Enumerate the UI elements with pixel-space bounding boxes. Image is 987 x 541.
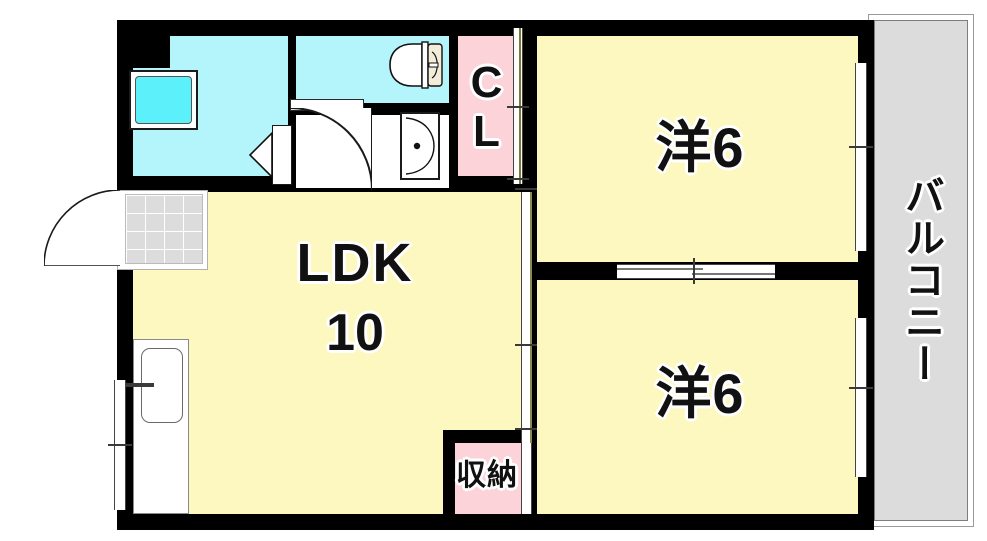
entrance-swing-door-icon[interactable] xyxy=(44,190,120,266)
kitchen-window-tick xyxy=(108,444,132,446)
wall-top xyxy=(117,20,874,36)
wall-cl-bottom xyxy=(449,176,527,192)
balcony-window-south[interactable] xyxy=(855,318,867,477)
bedroom-divider-panel-line xyxy=(617,268,703,270)
washbasin-icon xyxy=(405,117,435,175)
wall-cl-left xyxy=(449,20,458,192)
ldk-bedroom-tick-a xyxy=(515,188,537,190)
balcony-label: バルコニー xyxy=(899,175,943,385)
ldk-hall-swing-door-icon[interactable] xyxy=(290,108,372,190)
ldk-name-label: LDK xyxy=(296,233,414,293)
storage-label: 収納 xyxy=(456,459,518,492)
bedroom-divider-tick xyxy=(693,258,695,284)
wall-storage-left xyxy=(443,430,455,514)
bathtub-icon xyxy=(135,76,192,124)
kitchen-faucet xyxy=(126,383,154,387)
ldk-bedroom-tick-c xyxy=(515,428,537,430)
room-closet-cl xyxy=(458,36,520,181)
closet-cl-label: CL xyxy=(462,58,511,156)
room-bedroom-ne xyxy=(537,36,858,264)
cl-door-tick-bottom xyxy=(507,178,529,180)
wall-bottom xyxy=(117,514,874,530)
balcony-window-north[interactable] xyxy=(855,63,867,251)
bedroom-se-label: 洋6 xyxy=(655,362,745,425)
ldk-bedroom-tick-b xyxy=(515,344,537,346)
storage-sliding-door[interactable] xyxy=(521,443,532,514)
ldk-size-label: 10 xyxy=(326,304,384,362)
wall-storage-top xyxy=(443,430,537,443)
bedroom-ne-label: 洋6 xyxy=(655,116,745,179)
ldk-bedroom-door-jamb xyxy=(530,192,532,514)
balcony-window-north-tick xyxy=(849,146,873,148)
room-bedroom-se xyxy=(537,280,858,514)
room-storage xyxy=(453,443,521,514)
genkan-tile xyxy=(125,194,203,264)
wall-bathroom-bottom xyxy=(117,176,296,192)
toilet-icon xyxy=(389,41,443,89)
balcony-area xyxy=(874,20,968,521)
bathroom-folding-door-icon[interactable] xyxy=(248,125,294,185)
bedroom-divider-panel-line-2 xyxy=(692,273,775,275)
cl-door-tick-top xyxy=(507,106,529,108)
bedroom-divider-sliding-door[interactable] xyxy=(617,264,775,279)
balcony-window-south-tick xyxy=(849,387,873,389)
